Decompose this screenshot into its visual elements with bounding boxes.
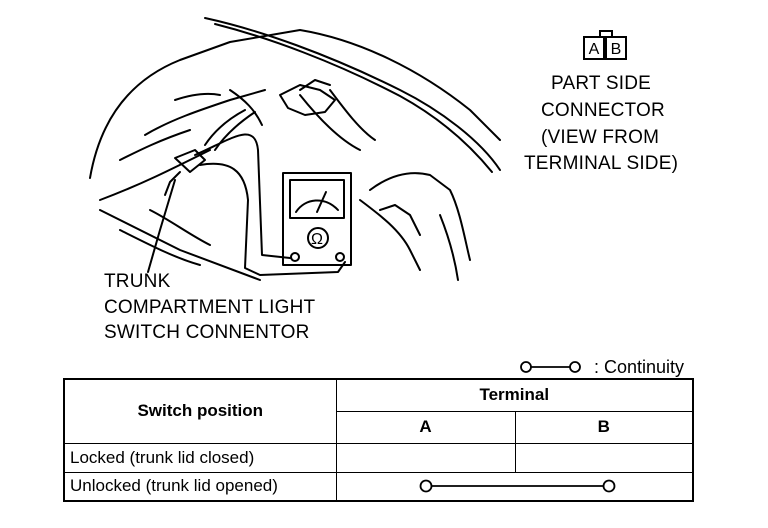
switch-leader-line [147,179,176,273]
connector-caption-line-1: PART SIDE [551,73,652,94]
table-row: Unlocked (trunk lid opened) [63,471,694,502]
header-terminal: Terminal [335,378,694,412]
connector-caption-line-2: CONNECTOR [541,100,665,121]
switch-label-line-1: TRUNK [104,271,171,292]
table-row: Locked (trunk lid closed) [63,442,694,473]
row-locked-terminal-a [335,442,516,473]
header-terminal-b: B [514,410,694,444]
row-unlocked-position: Unlocked (trunk lid opened) [63,471,337,502]
trunk-outline [89,29,501,179]
connector-icon: A B [583,30,631,62]
switch-label-line-3: SWITCH CONNENTOR [104,322,310,343]
connector-terminal-a: A [583,36,605,60]
header-switch-position: Switch position [63,378,337,444]
connector-terminal-b: B [605,36,627,60]
connector-caption-line-4: TERMINAL SIDE) [524,153,679,174]
ohmmeter [282,172,352,266]
continuity-mark [419,479,615,493]
switch-label-line-2: COMPARTMENT LIGHT [104,297,316,318]
row-locked-position: Locked (trunk lid closed) [63,442,337,473]
connector-caption-line-3: (VIEW FROM [541,127,660,148]
row-locked-terminal-b [514,442,694,473]
trunk-ohmmeter-illustration: Ω [89,17,501,281]
row-unlocked-continuity [335,471,694,502]
continuity-symbol [520,361,581,373]
svg-text:Ω: Ω [311,231,323,248]
header-terminal-a: A [335,410,516,444]
continuity-table: Switch position Terminal A B Locked (tru… [63,378,694,502]
continuity-legend: : Continuity [516,356,696,378]
continuity-legend-text: : Continuity [594,357,685,377]
